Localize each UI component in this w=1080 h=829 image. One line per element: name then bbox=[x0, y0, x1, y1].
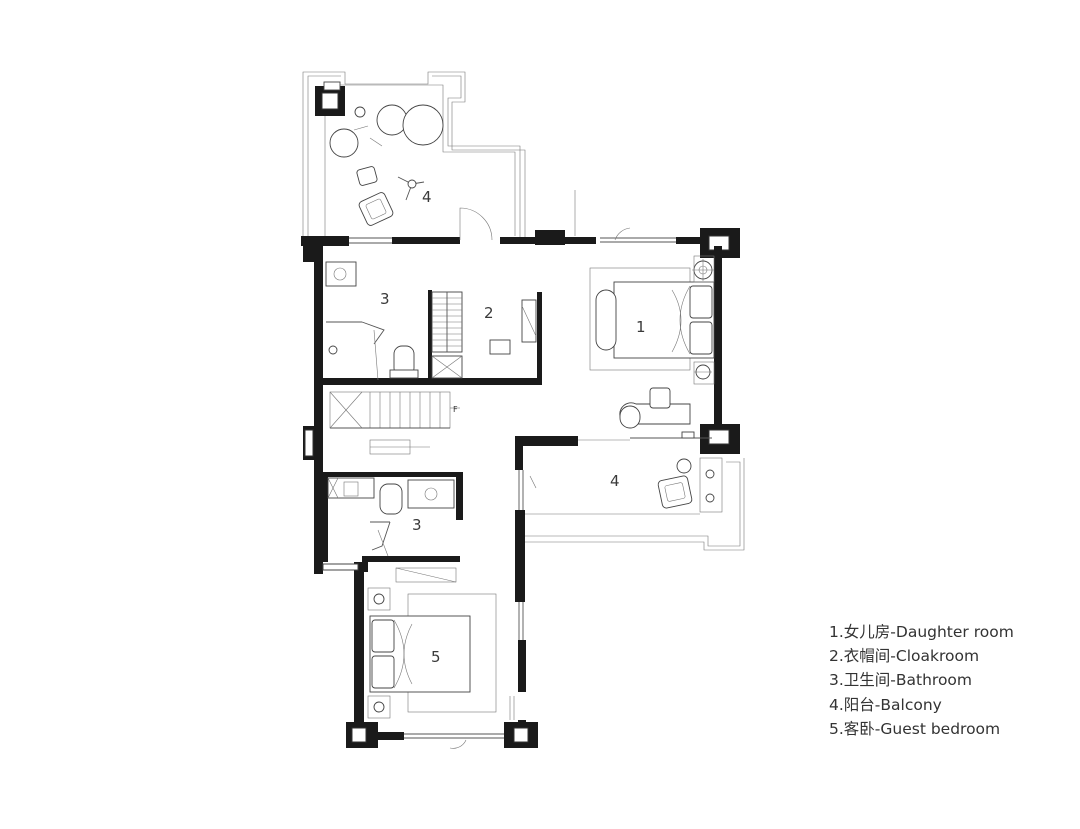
legend-item-balcony: 4.阳台-Balcony bbox=[829, 695, 942, 714]
chair-icon bbox=[358, 192, 394, 226]
lamp-icon bbox=[373, 593, 385, 605]
staircase: F bbox=[329, 391, 460, 455]
legend-item-daughter-room: 1.女儿房-Daughter room bbox=[829, 623, 1014, 641]
door-arc bbox=[614, 227, 631, 241]
daughter-room: 1 bbox=[578, 255, 715, 441]
room-number-balcony-right: 4 bbox=[610, 472, 620, 490]
room-number-guest-bedroom: 5 bbox=[431, 648, 441, 666]
exterior-walls bbox=[301, 228, 740, 748]
cloakroom: 2 bbox=[431, 291, 537, 379]
balcony-furniture: 4 bbox=[329, 104, 444, 226]
room-number-balcony-upper: 4 bbox=[422, 188, 432, 206]
guest-bedroom: 5 bbox=[367, 567, 515, 749]
chair-icon bbox=[657, 475, 693, 509]
lamp-icon bbox=[373, 701, 385, 713]
balcony-upper-outline bbox=[302, 71, 526, 240]
room-number-daughter-room: 1 bbox=[636, 318, 646, 336]
plant-icon bbox=[376, 104, 408, 136]
interior-walls bbox=[322, 290, 542, 572]
room-number-bathroom-upper: 3 bbox=[380, 290, 390, 308]
legend-item-bathroom: 3.卫生间-Bathroom bbox=[829, 671, 973, 690]
plant-icon bbox=[329, 128, 359, 158]
door-arc bbox=[459, 207, 493, 241]
bathroom-upper: 3 bbox=[325, 261, 419, 381]
room-number-bathroom-lower: 3 bbox=[412, 516, 422, 534]
plant-icon bbox=[354, 106, 366, 118]
balcony-right: 4 bbox=[525, 457, 745, 551]
room-number-cloakroom: 2 bbox=[484, 304, 494, 322]
plant-icon bbox=[402, 104, 444, 146]
chair-icon bbox=[649, 387, 671, 409]
stair-direction-mark: F bbox=[453, 405, 458, 414]
legend-item-cloakroom: 2.衣帽间-Cloakroom bbox=[829, 647, 980, 666]
legend: 1.女儿房-Daughter room 2.衣帽间-Cloakroom 3.卫生… bbox=[829, 620, 1014, 741]
bathroom-lower: 3 bbox=[327, 477, 455, 557]
legend-item-guest-bedroom: 5.客卧-Guest bedroom bbox=[829, 719, 1001, 738]
